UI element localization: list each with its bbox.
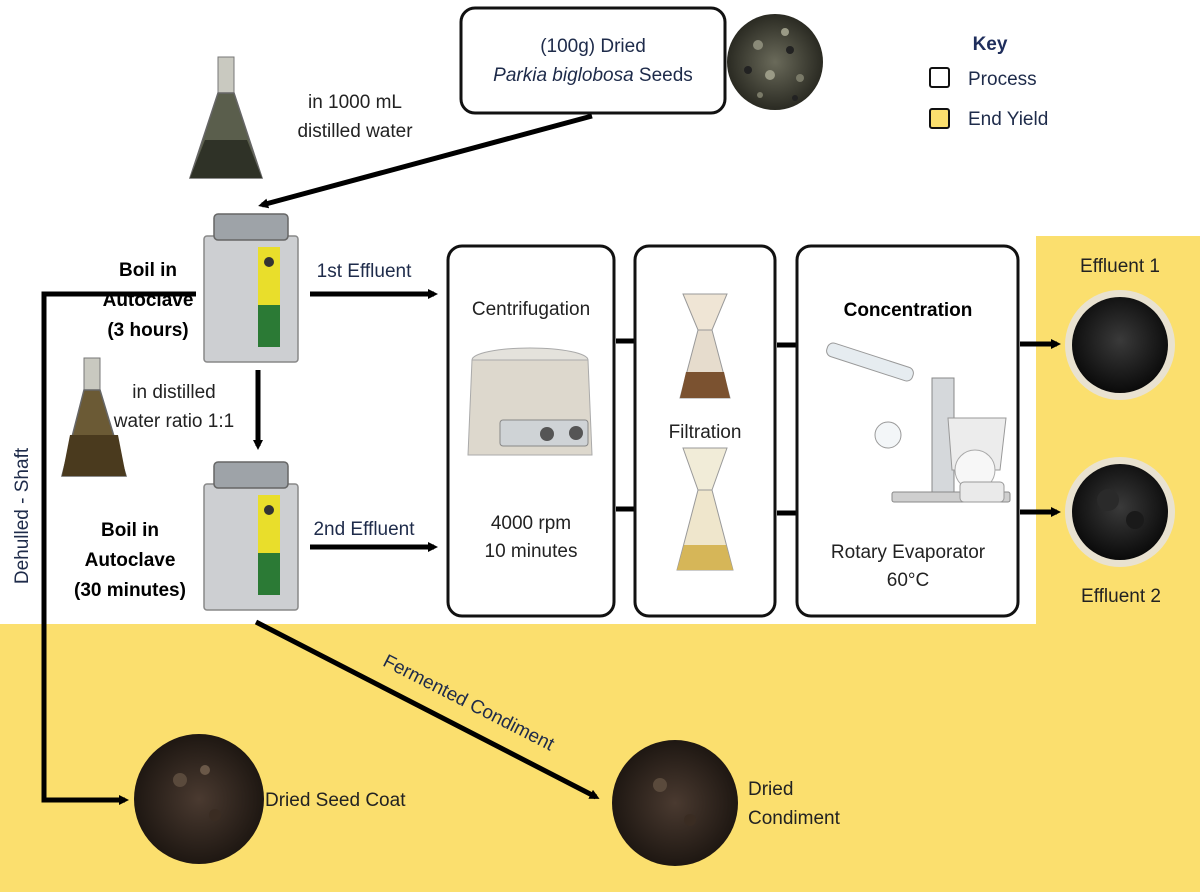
effluent-1-label: Effluent 1 — [1080, 256, 1160, 277]
effluent-2-photo — [1065, 457, 1175, 567]
flask-with-condiment-icon — [61, 357, 128, 477]
key-process-swatch — [929, 67, 950, 88]
key-end-yield-label: End Yield — [968, 109, 1048, 130]
species-name: Parkia biglobosa — [493, 65, 633, 86]
water-note-line1: in 1000 mL — [308, 92, 402, 113]
flask-with-seeds-icon — [188, 56, 264, 179]
label-2nd-effluent: 2nd Effluent — [313, 519, 415, 540]
boil2-line1: Boil in — [101, 520, 159, 541]
label-1st-effluent: 1st Effluent — [317, 261, 412, 282]
boil2-line3: (30 minutes) — [74, 580, 186, 601]
dried-condiment-photo — [612, 740, 738, 866]
effluent-2-label: Effluent 2 — [1081, 586, 1161, 607]
dried-seed-coat-label: Dried Seed Coat — [265, 790, 406, 811]
boil1-line1: Boil in — [119, 260, 177, 281]
seed-box-line1: (100g) Dried — [540, 36, 646, 57]
key-end-yield-swatch — [929, 108, 950, 129]
concentration-title: Concentration — [844, 300, 973, 321]
rotary-evaporator-icon — [826, 342, 1011, 503]
autoclave-2-icon — [203, 461, 299, 611]
ratio-note-line1: in distilled — [132, 382, 215, 403]
seed-source-box — [459, 6, 727, 115]
boil1-line3: (3 hours) — [107, 320, 188, 341]
concentration-temp: 60°C — [887, 570, 929, 591]
centrifugation-title: Centrifugation — [472, 299, 590, 320]
concentration-box — [795, 244, 1020, 618]
boil2-line2: Autoclave — [85, 550, 176, 571]
filter-funnel-top-icon — [679, 293, 731, 399]
arrow-seeds-to-autoclave — [258, 113, 593, 209]
arrow-fermented-condiment — [254, 619, 600, 800]
seeds-word: Seeds — [634, 65, 693, 86]
key-process-label: Process — [968, 69, 1037, 90]
dehulled-shaft-path — [41, 291, 196, 805]
autoclave-1-icon — [203, 213, 299, 363]
filtration-box — [633, 244, 777, 618]
centrifugation-speed: 4000 rpm — [491, 513, 571, 534]
key-title: Key — [973, 34, 1008, 55]
filter-funnel-bottom-icon — [676, 447, 734, 571]
centrifuge-icon — [467, 347, 593, 456]
centrifugation-time: 10 minutes — [485, 541, 578, 562]
dried-seeds-photo — [727, 14, 823, 110]
ratio-note-line2: water ratio 1:1 — [113, 411, 234, 432]
dried-condiment-line1: Dried — [748, 779, 793, 800]
filtration-title: Filtration — [669, 422, 742, 443]
dried-condiment-line2: Condiment — [748, 808, 841, 829]
water-note-line2: distilled water — [297, 121, 413, 142]
seed-box-line2: Parkia biglobosa Seeds — [493, 65, 693, 86]
dehulled-shaft-label: Dehulled - Shaft — [12, 447, 33, 584]
effluent-1-photo — [1065, 290, 1175, 400]
dried-seed-coat-photo — [134, 734, 264, 864]
concentration-device: Rotary Evaporator — [831, 542, 986, 563]
